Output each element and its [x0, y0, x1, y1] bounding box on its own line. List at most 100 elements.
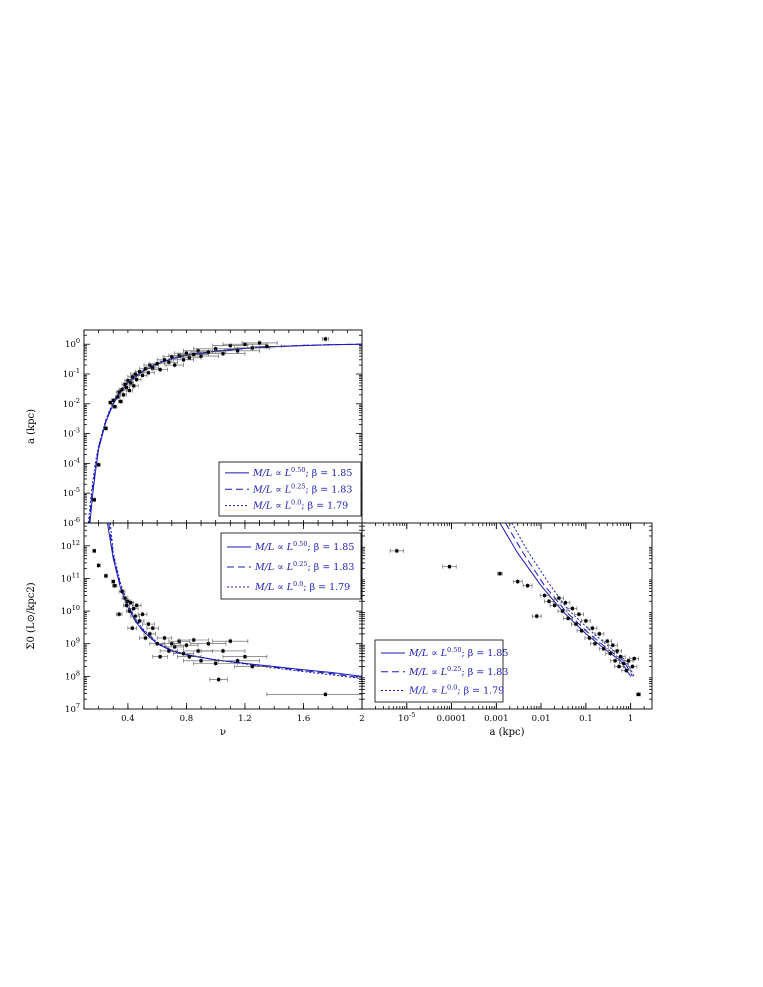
data-point: [123, 596, 127, 600]
data-point: [199, 659, 203, 663]
data-point: [113, 405, 117, 409]
data-point: [162, 358, 167, 362]
data-point: [543, 593, 547, 598]
y-tick-label: 1012: [61, 539, 80, 552]
data-point: [170, 355, 174, 359]
data-points: [389, 548, 642, 697]
data-point: [133, 614, 137, 618]
data-point: [447, 565, 452, 569]
data-point: [605, 639, 609, 643]
x-tick-label: 0.001: [484, 714, 508, 724]
data-point: [129, 381, 133, 385]
data-point: [140, 373, 145, 377]
data-point: [120, 589, 124, 594]
y-tick-label: 10-5: [63, 486, 80, 499]
data-points: [92, 336, 329, 503]
x-tick-label: 1.6: [297, 714, 311, 724]
x-tick-label: 10-5: [398, 711, 415, 724]
data-point: [184, 351, 189, 355]
data-point: [97, 463, 101, 467]
data-point: [104, 426, 108, 430]
legend-label: M/L ∝ L0.0; β = 1.79: [254, 580, 350, 593]
data-point: [199, 354, 203, 358]
data-point: [143, 636, 148, 640]
y-tick-label: 100: [65, 337, 80, 350]
data-point: [323, 692, 328, 697]
data-point: [92, 498, 96, 502]
data-point: [236, 659, 240, 663]
data-point: [111, 398, 115, 403]
data-point: [323, 337, 328, 341]
legend-box: [374, 639, 504, 703]
data-point: [498, 572, 502, 576]
data-point: [117, 612, 121, 616]
data-point: [196, 349, 200, 353]
data-point: [140, 612, 145, 616]
data-point: [192, 638, 196, 642]
data-point: [170, 642, 174, 646]
data-point: [236, 349, 240, 353]
data-point: [146, 622, 150, 626]
x-tick-label: 1.2: [238, 714, 252, 724]
data-point: [526, 584, 530, 588]
data-point: [124, 385, 129, 390]
y-axis-label: a (kpc): [26, 409, 37, 444]
data-point: [173, 363, 177, 367]
data-point: [214, 661, 218, 665]
data-point: [111, 580, 115, 584]
data-point: [196, 649, 200, 653]
y-tick-label: 109: [65, 637, 80, 650]
data-point: [155, 642, 159, 646]
data-point: [516, 580, 520, 584]
y-tick-label: 107: [65, 702, 80, 715]
data-point: [590, 626, 595, 630]
data-point: [547, 599, 551, 603]
legend-label: M/L ∝ L0.25; β = 1.83: [254, 560, 354, 573]
data-point: [121, 393, 126, 397]
data-point: [570, 606, 574, 611]
data-point: [206, 642, 210, 646]
data-point: [138, 619, 142, 623]
data-point: [184, 643, 189, 647]
data-point: [151, 626, 155, 630]
data-point: [181, 358, 186, 362]
legend-label: M/L ∝ L0.0; β = 1.79: [408, 684, 504, 697]
data-point: [587, 636, 592, 640]
data-point: [395, 549, 399, 553]
data-point: [167, 649, 171, 653]
data-point: [622, 661, 626, 665]
data-point: [130, 375, 134, 379]
data-point: [250, 664, 254, 669]
y-axis-label: Σ0 (L⊙/kpc2): [26, 582, 37, 649]
data-point: [116, 395, 120, 399]
y-tick-label: 1011: [61, 571, 80, 584]
x-tick-label: 0.0001: [437, 714, 467, 724]
x-tick-label: 1: [628, 714, 633, 724]
data-point: [158, 368, 162, 372]
data-point: [577, 612, 581, 616]
data-point: [158, 655, 162, 659]
y-tick-label: 10-4: [63, 456, 80, 469]
data-point: [181, 651, 186, 656]
data-point: [615, 649, 619, 653]
data-point: [574, 622, 578, 626]
data-point: [135, 603, 139, 607]
data-point: [626, 659, 631, 663]
data-point: [127, 609, 131, 613]
model-curve-dotted: [511, 523, 635, 677]
data-point: [619, 655, 623, 659]
x-axis-label: ν: [220, 727, 226, 738]
data-point: [187, 356, 191, 360]
data-point: [613, 659, 617, 663]
data-point: [579, 629, 584, 633]
y-tick-label: 10-1: [63, 367, 80, 380]
x-tick-label: 2: [359, 714, 364, 724]
legend-label: M/L ∝ L0.25; β = 1.83: [408, 665, 508, 678]
data-points: [92, 548, 362, 697]
data-point: [167, 360, 171, 364]
data-point: [243, 342, 247, 346]
data-point: [566, 616, 570, 620]
legend-label: M/L ∝ L0.0; β = 1.79: [252, 499, 348, 512]
